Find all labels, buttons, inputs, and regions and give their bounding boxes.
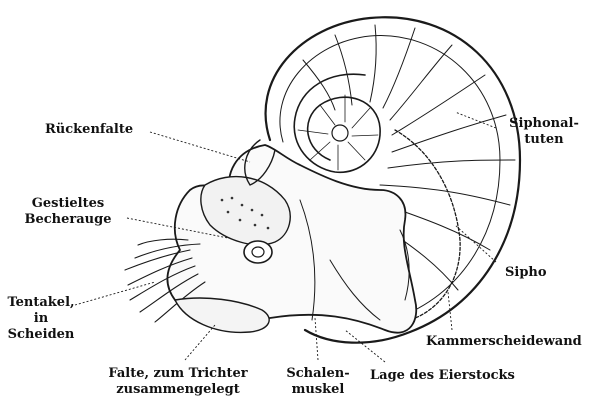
label-tentakel-line2: in [4,311,78,327]
label-sipho: Sipho [505,265,547,281]
leader-sipho [455,225,496,262]
label-schalenmuskel: Schalen- muskel [280,366,356,398]
shell-spiral [294,74,380,172]
label-falte-line1: Falte, zum Trichter [88,366,268,382]
label-schalen-line2: muskel [280,382,356,398]
label-eierstock: Lage des Eierstocks [370,368,515,384]
label-gestieltes-line1: Gestieltes [4,196,132,212]
label-gestieltes-line2: Becherauge [4,212,132,228]
leader-falte [185,325,215,360]
label-tentakel-line3: Scheiden [4,327,78,343]
leader-eierstock [345,330,385,362]
eye [244,241,272,263]
label-tentakel: Tentakel, in Scheiden [4,295,78,343]
label-tentakel-line1: Tentakel, [4,295,78,311]
label-falte-line2: zusammengelegt [88,382,268,398]
leader-schalen [315,318,318,360]
leader-tentakel [75,282,155,305]
label-siphonal-line2: tuten [498,132,590,148]
label-falte: Falte, zum Trichter zusammengelegt [88,366,268,398]
label-rueckenfalte: Rückenfalte [45,122,133,138]
leader-rueckenfalte [150,132,250,162]
label-schalen-line1: Schalen- [280,366,356,382]
label-kammerscheidewand: Kammerscheidewand [426,334,582,350]
label-siphonal-line1: Siphonal- [498,116,590,132]
label-gestieltes-becherauge: Gestieltes Becherauge [4,196,132,228]
label-siphonaltuten: Siphonal- tuten [498,116,590,148]
